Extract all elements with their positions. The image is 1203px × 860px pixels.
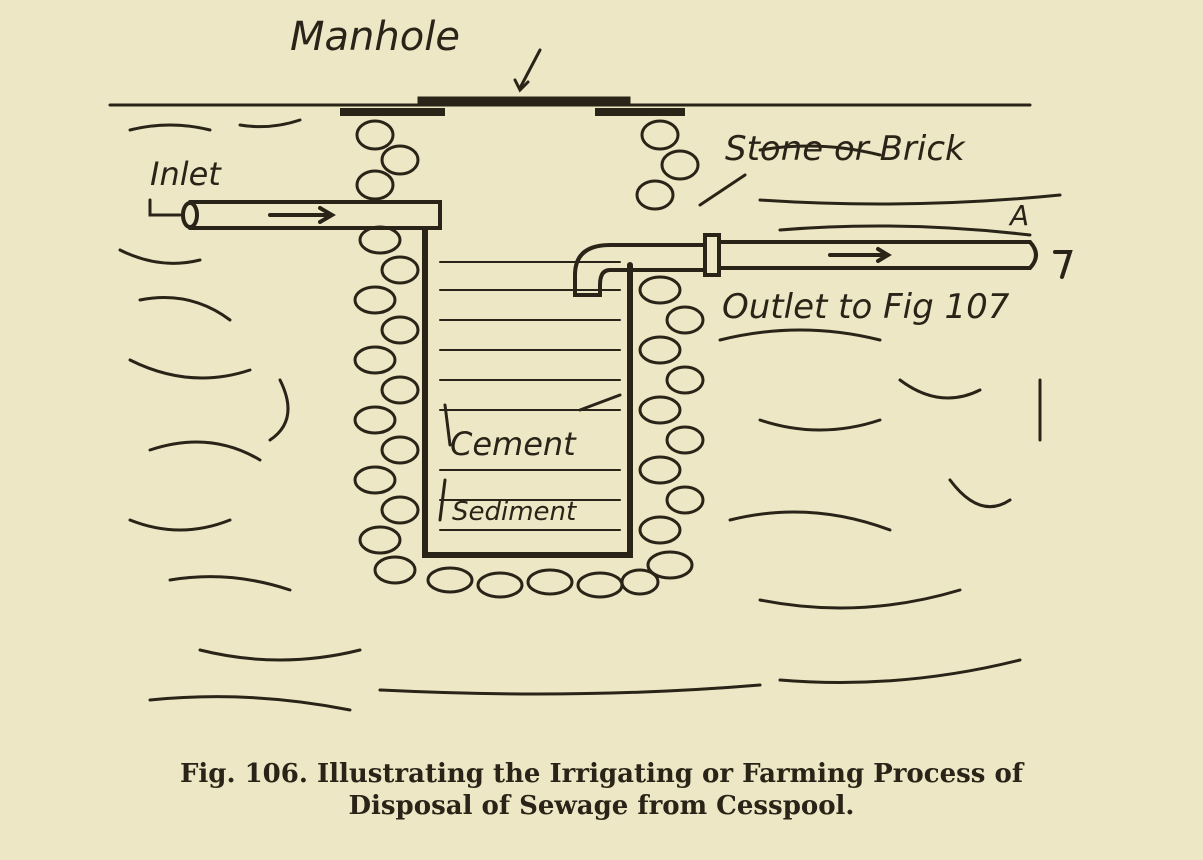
figure-caption: Fig. 106. Illustrating the Irrigating or…: [0, 758, 1203, 822]
caption-line-1: Fig. 106. Illustrating the Irrigating or…: [179, 759, 1024, 789]
stone-floor: [426, 566, 660, 599]
inlet-label: Inlet: [150, 155, 222, 193]
water-lines: [439, 261, 621, 531]
manhole-label: Manhole: [290, 14, 460, 60]
leader-arrows: [148, 48, 747, 522]
cesspool-diagram: Manhole Inlet Stone or Brick A Outlet to…: [108, 14, 1073, 712]
soil-hatching: [118, 118, 1062, 712]
cement-label: Cement: [450, 425, 577, 463]
point-a-label: A: [1008, 199, 1029, 232]
manhole-cover: [417, 96, 631, 106]
caption-line-2: Disposal of Sewage from Cesspool.: [348, 791, 855, 821]
tank-walls: [422, 227, 633, 558]
inlet-pipe: [181, 200, 442, 230]
sediment-label: Sediment: [452, 497, 577, 527]
stone-wall-right: [635, 119, 705, 580]
outlet-label: Outlet to Fig 107: [722, 287, 1010, 327]
outlet-pipe: [573, 233, 1073, 297]
stone-or-brick-label: Stone or Brick: [725, 129, 966, 169]
stone-wall-left: [353, 119, 420, 585]
